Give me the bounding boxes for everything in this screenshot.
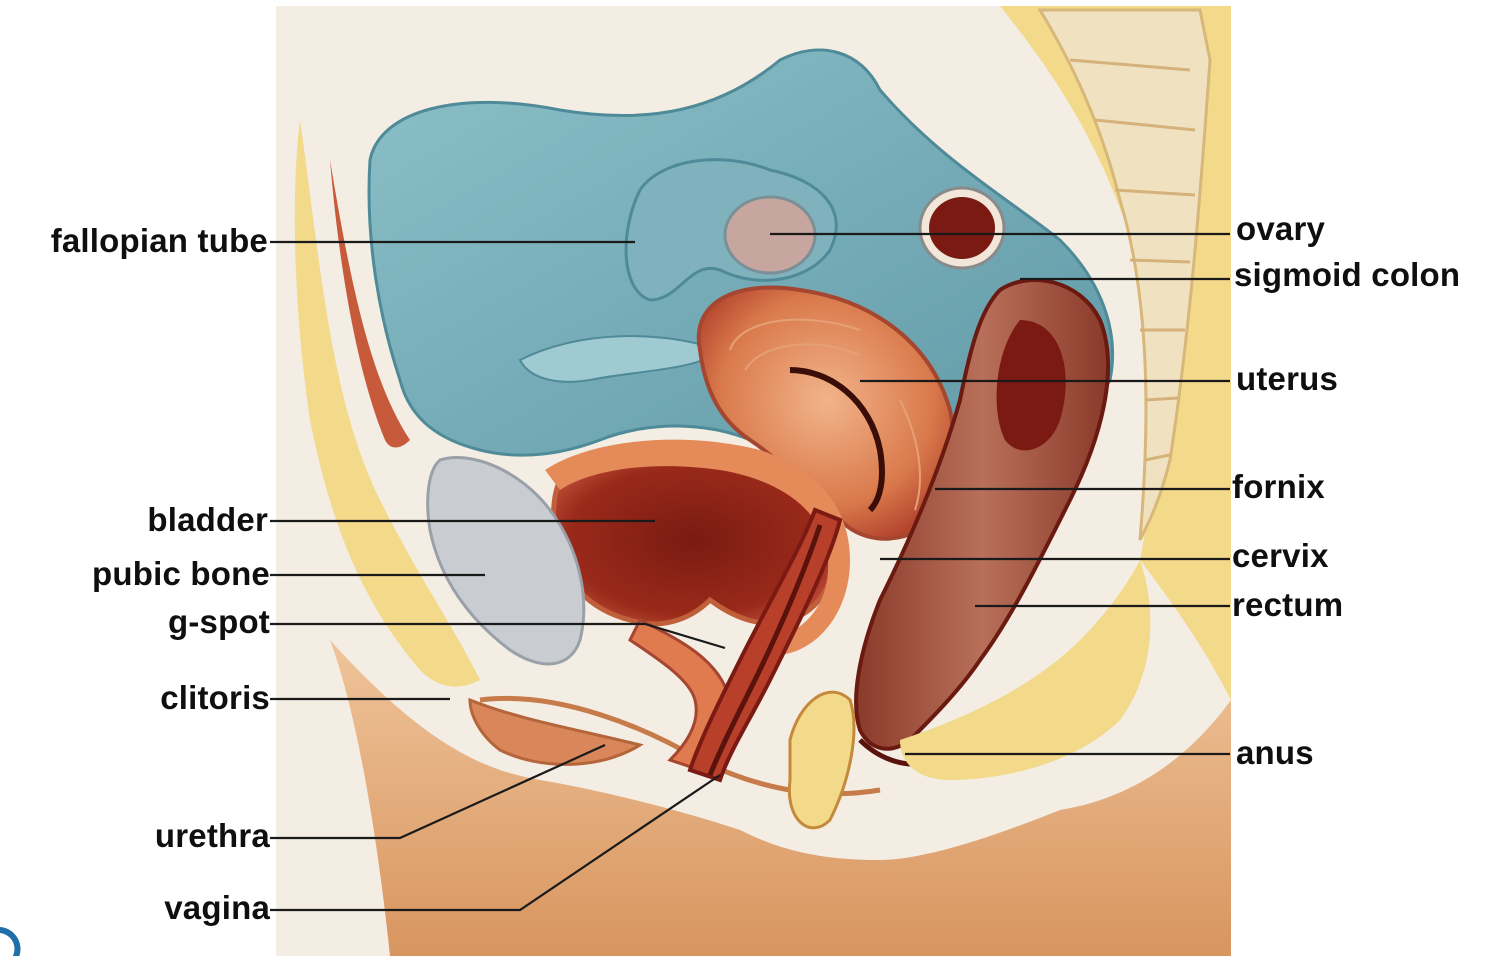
label-vagina: vagina [164, 891, 270, 924]
label-uterus: uterus [1236, 362, 1338, 395]
label-ovary: ovary [1236, 212, 1325, 245]
label-sigmoid-colon: sigmoid colon [1234, 258, 1460, 291]
label-bladder: bladder [147, 503, 268, 536]
label-fallopian-tube: fallopian tube [51, 224, 268, 257]
label-g-spot: g-spot [168, 605, 270, 638]
label-rectum: rectum [1232, 588, 1343, 621]
label-clitoris: clitoris [160, 681, 270, 714]
label-urethra: urethra [155, 819, 270, 852]
label-fornix: fornix [1232, 470, 1325, 503]
corner-arc-decoration [0, 926, 22, 956]
label-cervix: cervix [1232, 539, 1329, 572]
label-pubic-bone: pubic bone [92, 557, 270, 590]
sigmoid-colon-cut-inner [929, 197, 995, 259]
label-anus: anus [1236, 736, 1314, 769]
